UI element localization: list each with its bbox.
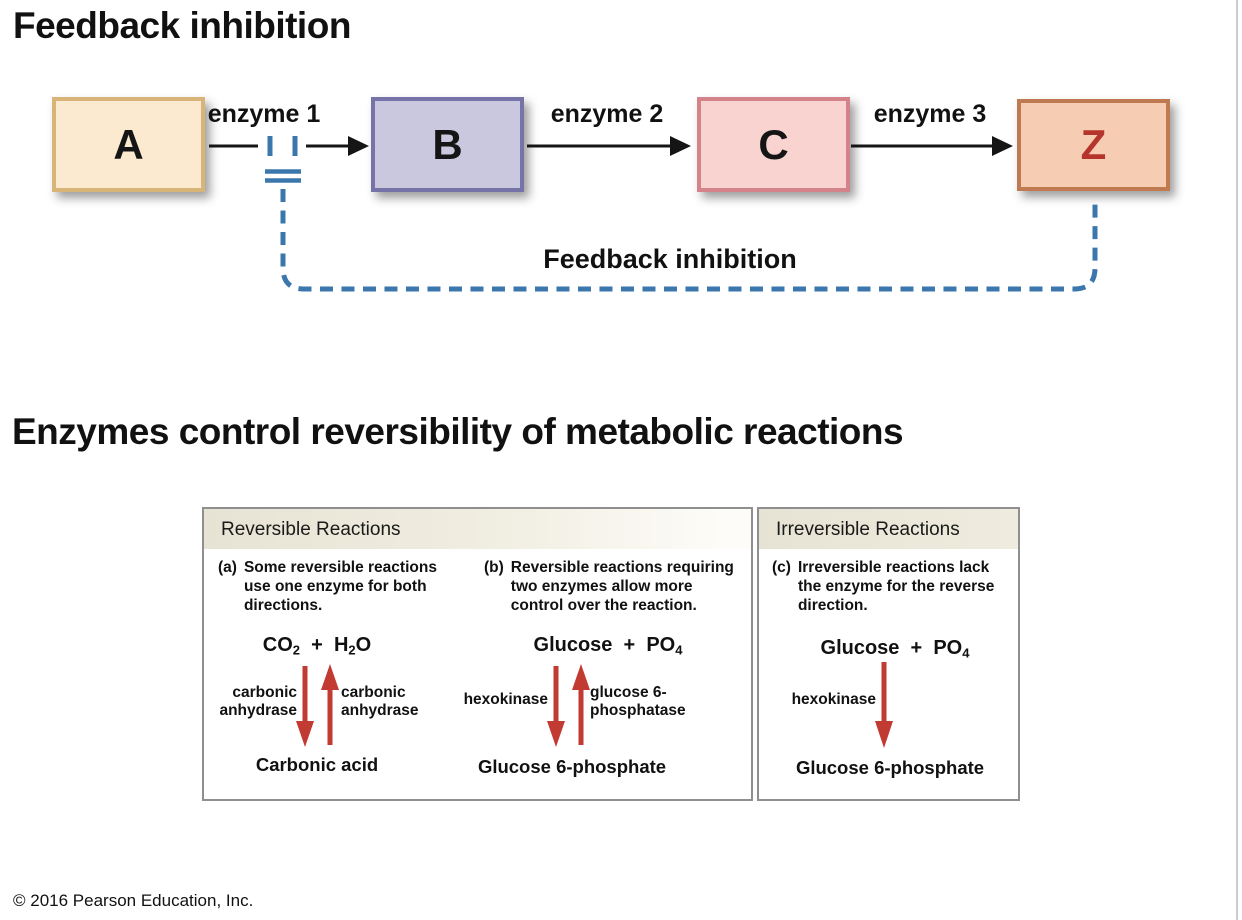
- irreversible-header-band: Irreversible Reactions: [759, 509, 1018, 549]
- panel-b-caption-line: Reversible reactions requiring: [510, 559, 734, 576]
- panel-b-tag: (b): [484, 559, 504, 576]
- metabolite-b-label: B: [432, 120, 463, 168]
- panel-b-reactants: Glucose + PO4: [533, 634, 683, 658]
- panel-a-caption-line: Some reversible reactions: [243, 559, 437, 576]
- reversible-reactions-cell: Reversible Reactions: [202, 507, 753, 801]
- panel-c-left-enzyme-label: hexokinase: [791, 691, 876, 708]
- page-title-feedback: Feedback inhibition: [13, 5, 351, 46]
- panel-b-right-enzyme-label: glucose 6- phosphatase: [590, 684, 686, 719]
- irreversible-header-text: Irreversible Reactions: [776, 519, 960, 540]
- inhibition-double-bar-icon: [265, 169, 301, 183]
- enzyme-3-label: enzyme 3: [873, 100, 987, 128]
- irreversible-reactions-cell: Irreversible Reactions: [757, 507, 1020, 801]
- pathway-arrow-3: [851, 136, 1013, 156]
- panel-a-caption: (a) Some reversible reactions use one en…: [218, 558, 458, 615]
- panel-a-left-enzyme-label: carbonic anhydrase: [219, 684, 297, 719]
- panel-a-tag: (a): [218, 559, 237, 576]
- page-edge-line: [1236, 0, 1238, 920]
- panel-a-caption-line: directions.: [243, 597, 323, 614]
- panel-b-product: Glucose 6-phosphate: [477, 756, 667, 777]
- panel-b-caption: (b) Reversible reactions requiring two e…: [484, 558, 734, 615]
- panel-c-caption-line: Irreversible reactions lack: [797, 559, 990, 576]
- enzyme-1-label: enzyme 1: [207, 100, 321, 128]
- panel-a-right-enzyme-label: carbonic anhydrase: [341, 684, 419, 719]
- panel-a-caption-line: use one enzyme for both: [243, 578, 427, 595]
- panel-c-tag: (c): [772, 559, 791, 576]
- pathway-arrow-2: [527, 136, 691, 156]
- panel-b-caption-line: control over the reaction.: [510, 597, 697, 614]
- copyright-text: © 2016 Pearson Education, Inc.: [13, 891, 254, 910]
- pathway-arrow-1: [209, 136, 369, 156]
- panel-c-product: Glucose 6-phosphate: [795, 757, 985, 778]
- panel-c-caption-line: direction.: [797, 597, 868, 614]
- enzyme-2-label: enzyme 2: [550, 100, 664, 128]
- inhibition-ticks-icon: [267, 136, 298, 156]
- panel-c-reactants: Glucose + PO4: [820, 637, 970, 661]
- metabolite-c-label: C: [758, 120, 789, 168]
- panel-b-caption-line: two enzymes allow more: [510, 578, 693, 595]
- reversible-header-band: Reversible Reactions: [204, 509, 751, 549]
- panel-c-caption-line: the enzyme for the reverse: [797, 578, 995, 595]
- panel-b-left-enzyme-label: hexokinase: [463, 691, 548, 708]
- page-title-enzymes: Enzymes control reversibility of metabol…: [12, 411, 904, 452]
- metabolite-a-label: A: [113, 120, 144, 168]
- panel-c-caption: (c) Irreversible reactions lack the enzy…: [772, 558, 1008, 615]
- panel-a-reactants: CO2 + H2O: [262, 634, 372, 658]
- metabolite-box-c: C: [697, 97, 850, 192]
- feedback-inhibition-label: Feedback inhibition: [543, 244, 797, 274]
- metabolite-box-a: A: [52, 97, 205, 192]
- metabolite-box-b: B: [371, 97, 524, 192]
- reversible-header-text: Reversible Reactions: [221, 519, 401, 540]
- metabolite-box-z: Z: [1017, 99, 1170, 191]
- metabolite-z-label: Z: [1080, 121, 1107, 168]
- panel-a-product: Carbonic acid: [255, 754, 379, 775]
